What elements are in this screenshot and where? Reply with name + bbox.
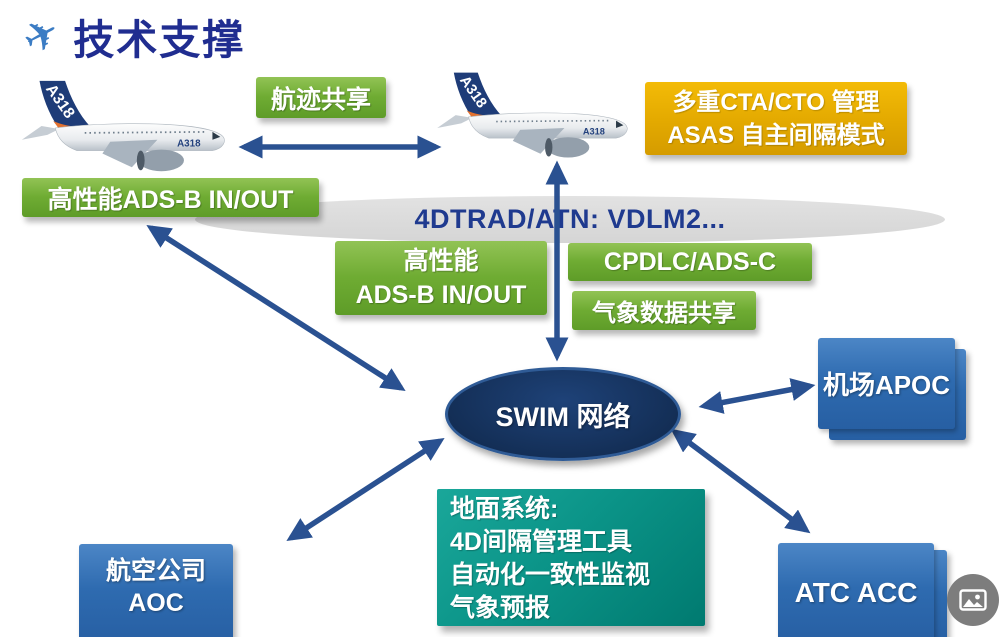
aoc-line1: 航空公司	[105, 557, 206, 585]
ground-line4: 气象预报	[450, 594, 551, 622]
engine-shape	[546, 137, 590, 158]
arrow-swim-to-apoc	[698, 378, 816, 414]
stabilizer-shape	[21, 126, 60, 140]
track-share-box: 航迹共享	[256, 77, 386, 118]
ground-line1: 地面系统:	[450, 495, 559, 523]
tail-fin-shape	[39, 80, 91, 129]
swim-network-node: SWIM 网络	[445, 367, 681, 461]
atc-label: ATC ACC	[794, 577, 918, 608]
ground-line3: 自动化一致性监视	[450, 561, 651, 589]
weather-share-label: 气象数据共享	[592, 300, 736, 327]
tail-fin-shape	[453, 72, 502, 118]
cockpit-window	[212, 131, 221, 140]
cpdlc-box: CPDLC/ADS-C	[568, 243, 812, 281]
fuselage-label: A318	[177, 139, 201, 150]
adsb-inout-mid-box: 高性能 ADS-B IN/OUT	[335, 241, 547, 315]
atc-front-card: ATC ACC	[778, 543, 934, 637]
airplane-right: A318 A318	[437, 72, 628, 158]
apoc-label: 机场APOC	[822, 370, 951, 400]
adsb-mid-line2: ADS-B IN/OUT	[355, 281, 527, 309]
airport-apoc-node: 机场APOC	[818, 338, 968, 442]
window-strip	[496, 119, 609, 123]
picture-glyph	[959, 589, 987, 611]
datalink-label: 4DTRAD/ATN: VDLM2...	[414, 204, 726, 234]
adsb-mid-line1: 高性能	[403, 247, 479, 275]
engine-shape	[138, 149, 184, 172]
airline-aoc-node: 航空公司 AOC	[79, 544, 233, 637]
fuselage-label: A318	[583, 126, 605, 136]
airplane-left: A318 A318	[21, 80, 225, 172]
engine-intake	[545, 138, 553, 157]
swim-label: SWIM 网络	[495, 401, 631, 432]
stabilizer-shape	[437, 115, 473, 128]
image-placeholder-icon[interactable]	[947, 574, 999, 626]
fuselage-shape	[468, 112, 628, 139]
apoc-front-card: 机场APOC	[818, 338, 955, 429]
ground-line2: 4D间隔管理工具	[450, 528, 632, 556]
track-share-label: 航迹共享	[270, 85, 371, 114]
cta-line1: 多重CTA/CTO 管理	[672, 88, 880, 116]
window-strip	[84, 131, 205, 134]
fuselage-shape	[54, 123, 225, 151]
weather-share-box: 气象数据共享	[572, 291, 756, 330]
cockpit-window	[616, 120, 624, 128]
arrow-swim-to-atc	[670, 428, 811, 534]
cpdlc-label: CPDLC/ADS-C	[603, 247, 777, 276]
wing-shape	[512, 127, 565, 154]
arrow-swim-to-aoc	[286, 437, 445, 542]
aoc-line2: AOC	[128, 589, 184, 617]
ground-system-box: 地面系统: 4D间隔管理工具 自动化一致性监视 气象预报	[437, 489, 705, 626]
cta-line2: ASAS 自主间隔模式	[667, 121, 885, 149]
page-title: 技术支撑	[73, 17, 246, 63]
adsb-inout-air-label: 高性能ADS-B IN/OUT	[47, 185, 294, 214]
engine-intake	[136, 150, 145, 171]
atc-acc-node: ATC ACC	[778, 543, 948, 637]
arrow-adsb-to-swim	[146, 225, 406, 391]
slide-title-row: ✈ 技术支撑	[15, 6, 246, 66]
cta-cto-box: 多重CTA/CTO 管理 ASAS 自主间隔模式	[645, 82, 907, 155]
wing-shape	[102, 139, 158, 168]
adsb-inout-air-box: 高性能ADS-B IN/OUT	[22, 178, 319, 217]
